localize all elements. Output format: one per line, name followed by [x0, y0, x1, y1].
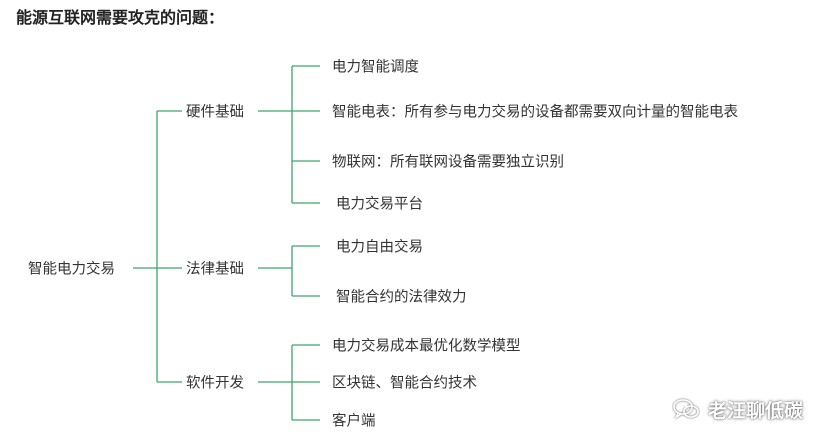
- leaf-node: 电力自由交易: [334, 235, 425, 257]
- leaf-node: 智能电表：所有参与电力交易的设备都需要双向计量的智能电表: [330, 100, 740, 122]
- branch-legal: 法律基础: [184, 257, 246, 279]
- leaf-node: 电力交易平台: [334, 192, 425, 214]
- watermark: 老汪聊低碳: [672, 394, 803, 424]
- leaf-node: 物联网：所有联网设备需要独立识别: [330, 150, 566, 172]
- leaf-node: 电力智能调度: [330, 55, 421, 77]
- wechat-icon: [673, 399, 699, 420]
- branch-hardware: 硬件基础: [184, 100, 246, 122]
- leaf-node: 智能合约的法律效力: [334, 285, 469, 307]
- branch-software: 软件开发: [184, 371, 246, 393]
- leaf-node: 区块链、智能合约技术: [330, 371, 479, 393]
- watermark-text: 老汪聊低碳: [708, 399, 804, 422]
- leaf-node: 客户端: [330, 409, 378, 431]
- leaf-node: 电力交易成本最优化数学模型: [330, 334, 523, 356]
- diagram-title: 能源互联网需要攻克的问题：: [16, 8, 225, 27]
- root-node: 智能电力交易: [26, 257, 117, 279]
